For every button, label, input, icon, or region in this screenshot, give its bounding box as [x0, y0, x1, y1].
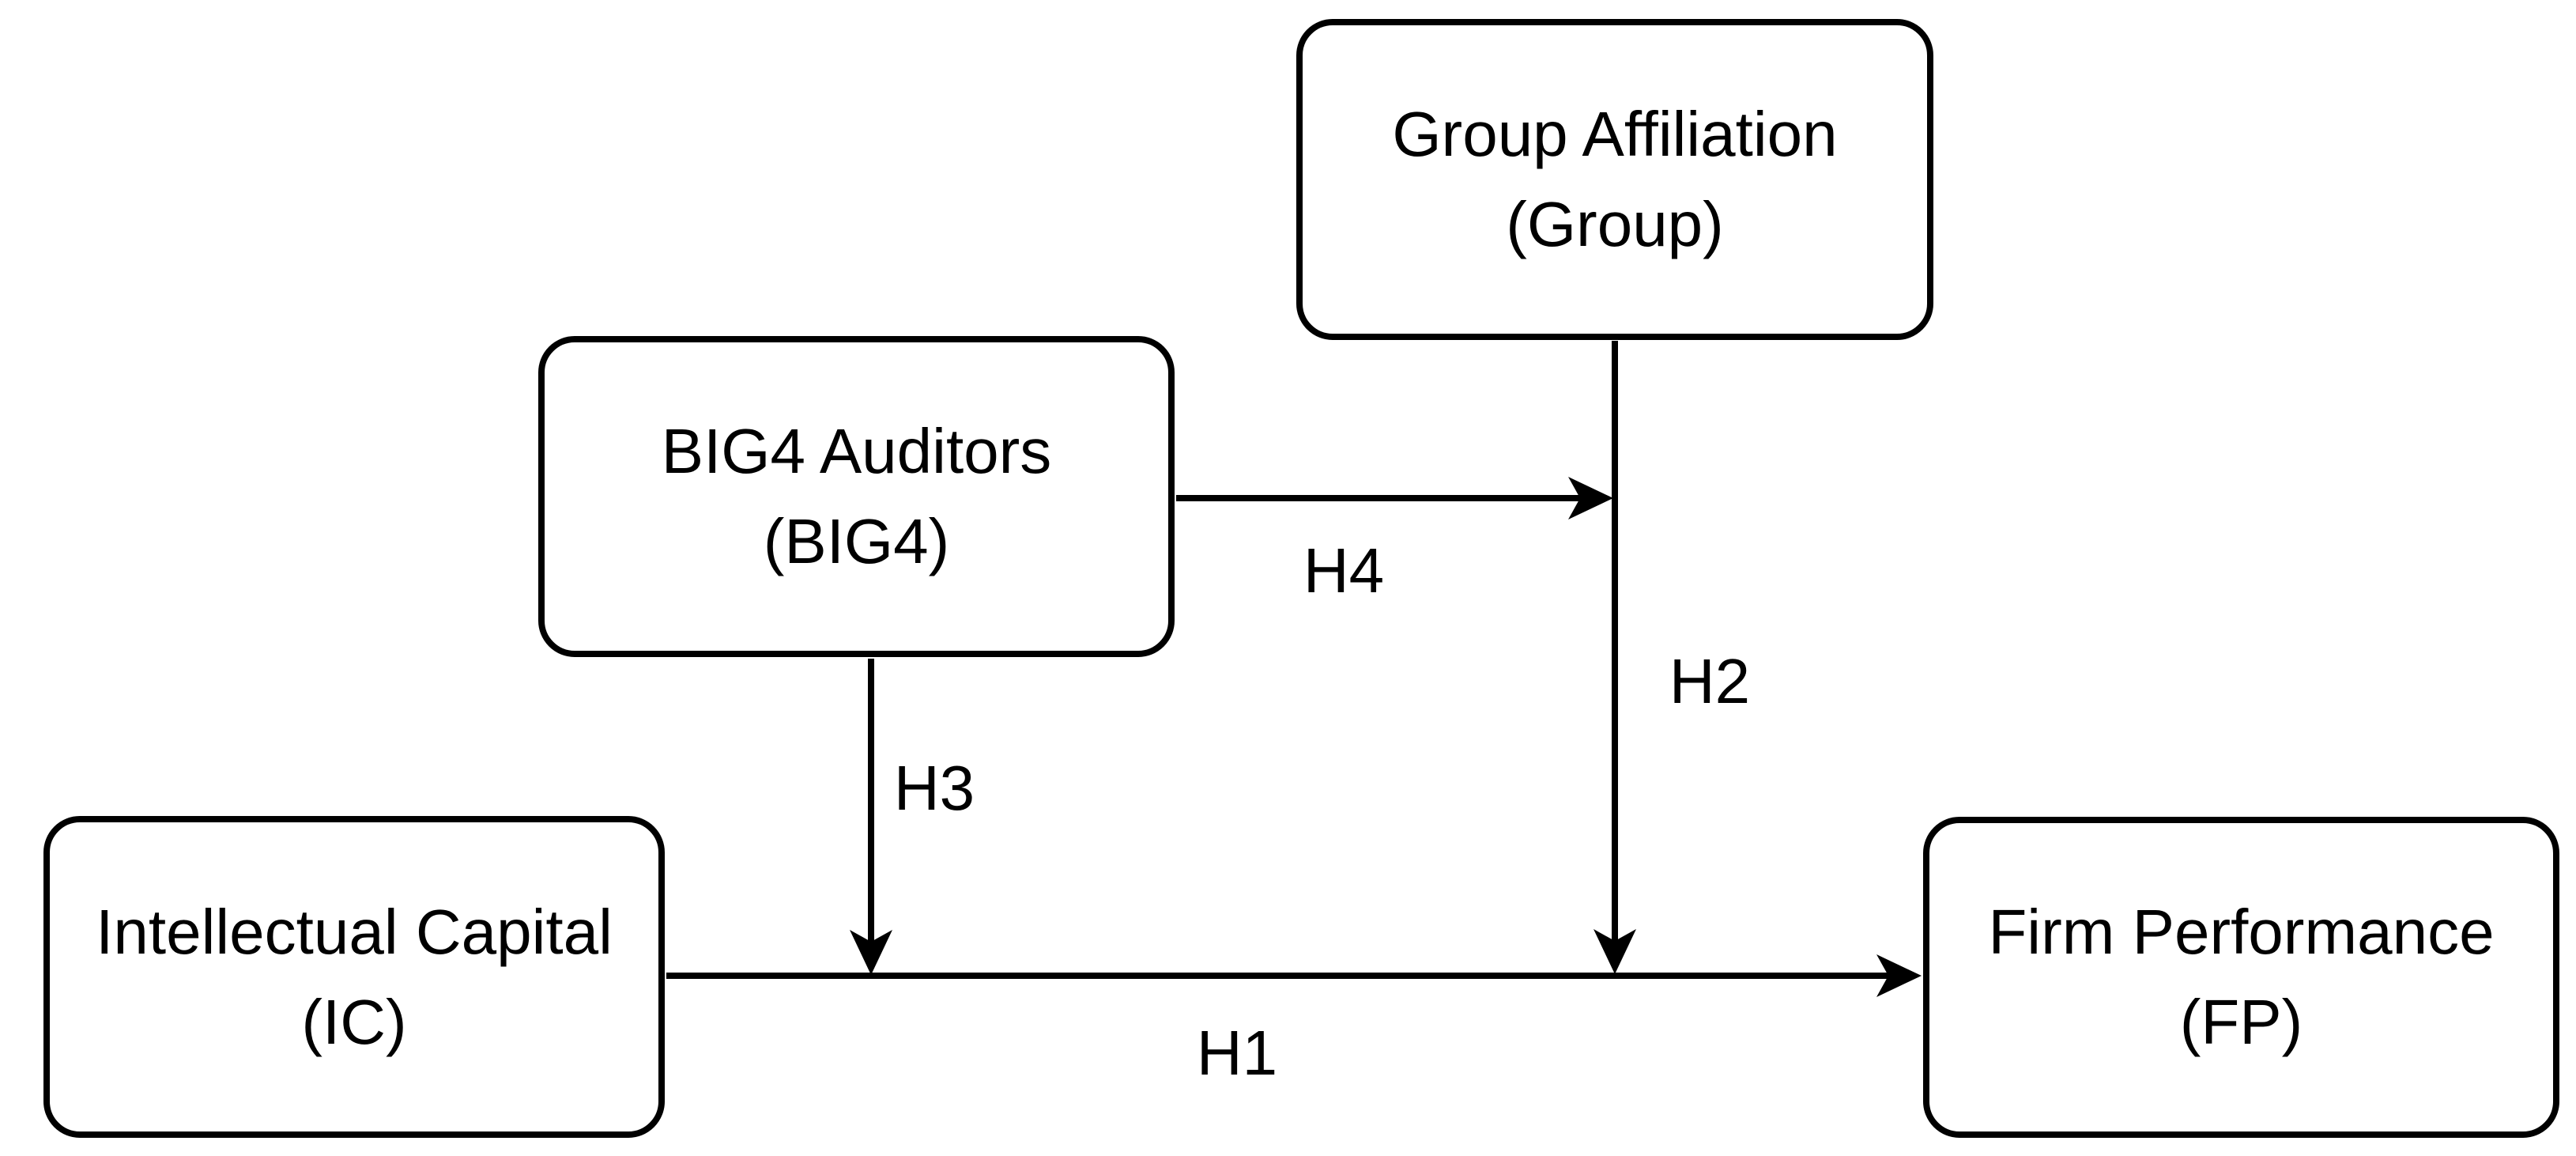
h3-arrow	[850, 659, 892, 975]
h2-arrow	[1593, 341, 1636, 974]
node-group-affiliation-abbr: (Group)	[1506, 189, 1724, 259]
node-group-affiliation: Group Affiliation (Group)	[1296, 19, 1933, 340]
h4-arrow	[1176, 477, 1613, 519]
edge-label-h2: H2	[1669, 646, 1751, 716]
node-firm-performance-abbr: (FP)	[2179, 987, 2303, 1057]
node-big4-auditors: BIG4 Auditors (BIG4)	[538, 336, 1175, 657]
node-big4-auditors-name: BIG4 Auditors	[661, 416, 1052, 486]
edge-label-h1: H1	[1196, 1018, 1278, 1088]
node-big4-auditors-abbr: (BIG4)	[763, 506, 950, 576]
h1-arrow	[666, 954, 1922, 997]
node-firm-performance-name: Firm Performance	[1988, 897, 2495, 967]
edge-label-h4: H4	[1303, 535, 1385, 606]
edge-label-h3: H3	[893, 753, 975, 823]
node-firm-performance: Firm Performance (FP)	[1923, 817, 2559, 1138]
node-intellectual-capital-abbr: (IC)	[301, 986, 407, 1057]
node-intellectual-capital-name: Intellectual Capital	[96, 896, 613, 967]
node-intellectual-capital: Intellectual Capital (IC)	[43, 816, 665, 1138]
node-group-affiliation-name: Group Affiliation	[1392, 99, 1838, 169]
